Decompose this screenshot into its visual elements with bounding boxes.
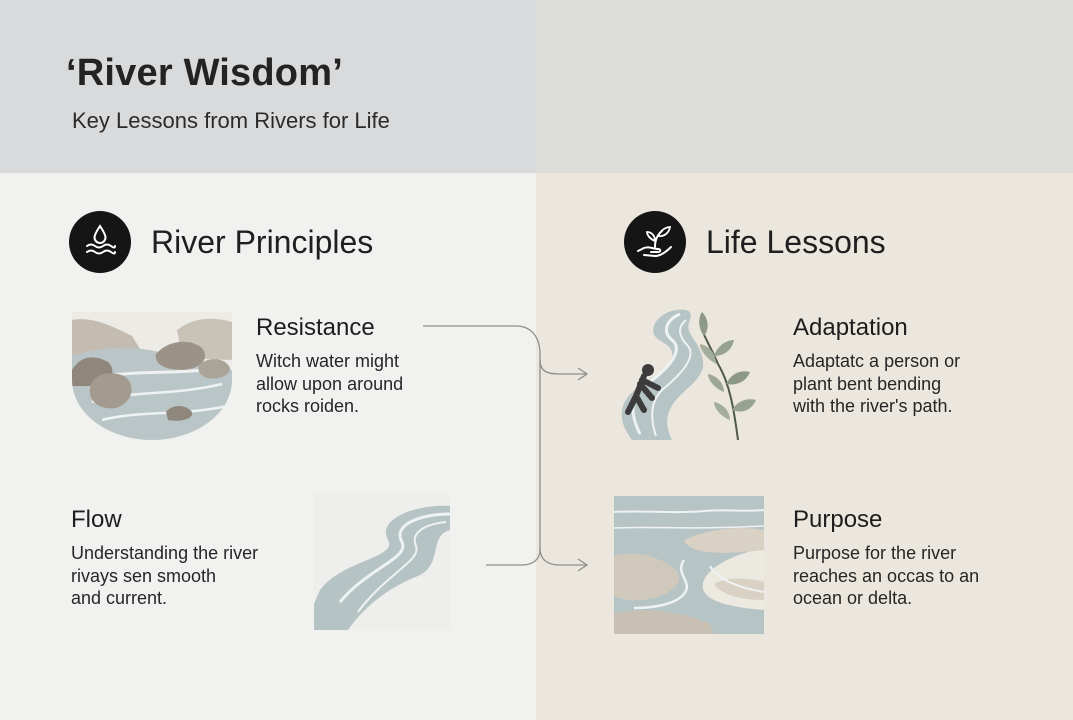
header-band-left (0, 0, 536, 173)
flow-title: Flow (71, 506, 122, 533)
connector-to-purpose (539, 547, 586, 566)
purpose-title: Purpose (793, 506, 883, 533)
resistance-description-line: Witch water might (256, 351, 400, 371)
adaptation-description-line: Adaptatc a person or (793, 351, 961, 371)
adaptation-description-line: plant bent bending (793, 373, 942, 394)
purpose-description-line: reaches an occas to an (793, 565, 980, 586)
water-drop-icon (69, 211, 131, 273)
page-title: ‘River Wisdom’ (66, 52, 343, 94)
flow-description-line: Understanding the river (71, 543, 259, 563)
page-subtitle: Key Lessons from Rivers for Life (72, 108, 390, 133)
header-band-right (536, 0, 1073, 173)
river-principles-heading: River Principles (151, 224, 374, 260)
flow-description-line: and current. (71, 588, 168, 608)
flow-description: Understanding the river rivays sen smoot… (71, 542, 258, 610)
resistance-description-line: rocks roiden. (256, 396, 360, 416)
flow-description-line: rivays sen smooth (71, 565, 217, 586)
adaptation-description-line: with the river's path. (793, 396, 953, 416)
connector-to-adaptation (539, 359, 586, 375)
adaptation-title: Adaptation (793, 314, 908, 341)
adaptation-illustration (614, 306, 764, 447)
flow-illustration (314, 494, 451, 635)
arrowhead-adaptation (577, 367, 589, 381)
purpose-illustration (613, 496, 765, 639)
hand-plant-icon (624, 211, 686, 273)
connector-resistance (423, 325, 541, 566)
resistance-title: Resistance (256, 314, 375, 341)
life-lessons-heading: Life Lessons (706, 224, 886, 260)
adaptation-description: Adaptatc a person or plant bent bending … (793, 350, 960, 418)
arrowhead-purpose (577, 558, 589, 572)
purpose-description-line: ocean or delta. (793, 588, 913, 608)
purpose-description: Purpose for the river reaches an occas t… (793, 542, 979, 610)
resistance-description-line: allow upon around (256, 373, 404, 394)
resistance-description: Witch water might allow upon around rock… (256, 350, 403, 418)
purpose-description-line: Purpose for the river (793, 543, 957, 563)
resistance-illustration (72, 312, 232, 445)
